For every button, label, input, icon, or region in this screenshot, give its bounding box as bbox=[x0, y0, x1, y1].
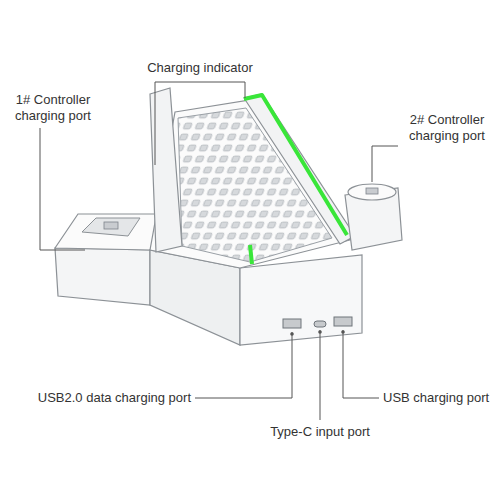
vent-grid bbox=[170, 100, 350, 270]
indicator-label: Charging indicator bbox=[147, 60, 253, 76]
leader-dot bbox=[290, 332, 294, 336]
charging-indicator-light bbox=[244, 95, 347, 235]
port-label: USB charging port bbox=[383, 390, 489, 406]
controller-cradle-2 bbox=[348, 184, 396, 200]
controller-contact-1 bbox=[104, 222, 118, 229]
body-front bbox=[240, 255, 362, 345]
left-dock-front bbox=[55, 248, 150, 305]
leader-line bbox=[195, 332, 292, 398]
port-label: USB2.0 data charging port bbox=[38, 390, 191, 406]
leader-line bbox=[320, 330, 321, 420]
controller-cradle-1 bbox=[82, 218, 140, 236]
leader-lines bbox=[40, 82, 398, 420]
leader-dot bbox=[341, 330, 345, 334]
leader-dots bbox=[290, 330, 345, 336]
right-plate bbox=[244, 94, 355, 244]
leader-line bbox=[343, 330, 379, 398]
usb-port bbox=[334, 317, 352, 326]
port-label: 1# Controller charging port bbox=[3, 92, 103, 124]
controller-contact-2 bbox=[366, 188, 378, 194]
port-label: 2# Controller charging port bbox=[397, 112, 497, 144]
type-c-port bbox=[314, 321, 326, 327]
leader-line bbox=[372, 146, 398, 182]
usb-port bbox=[283, 319, 301, 328]
leader-line bbox=[40, 128, 85, 250]
leader-dot bbox=[318, 330, 322, 334]
leader-line bbox=[155, 82, 245, 165]
port-label: Type-C input port bbox=[270, 424, 370, 440]
charging-indicator-light bbox=[250, 245, 252, 264]
